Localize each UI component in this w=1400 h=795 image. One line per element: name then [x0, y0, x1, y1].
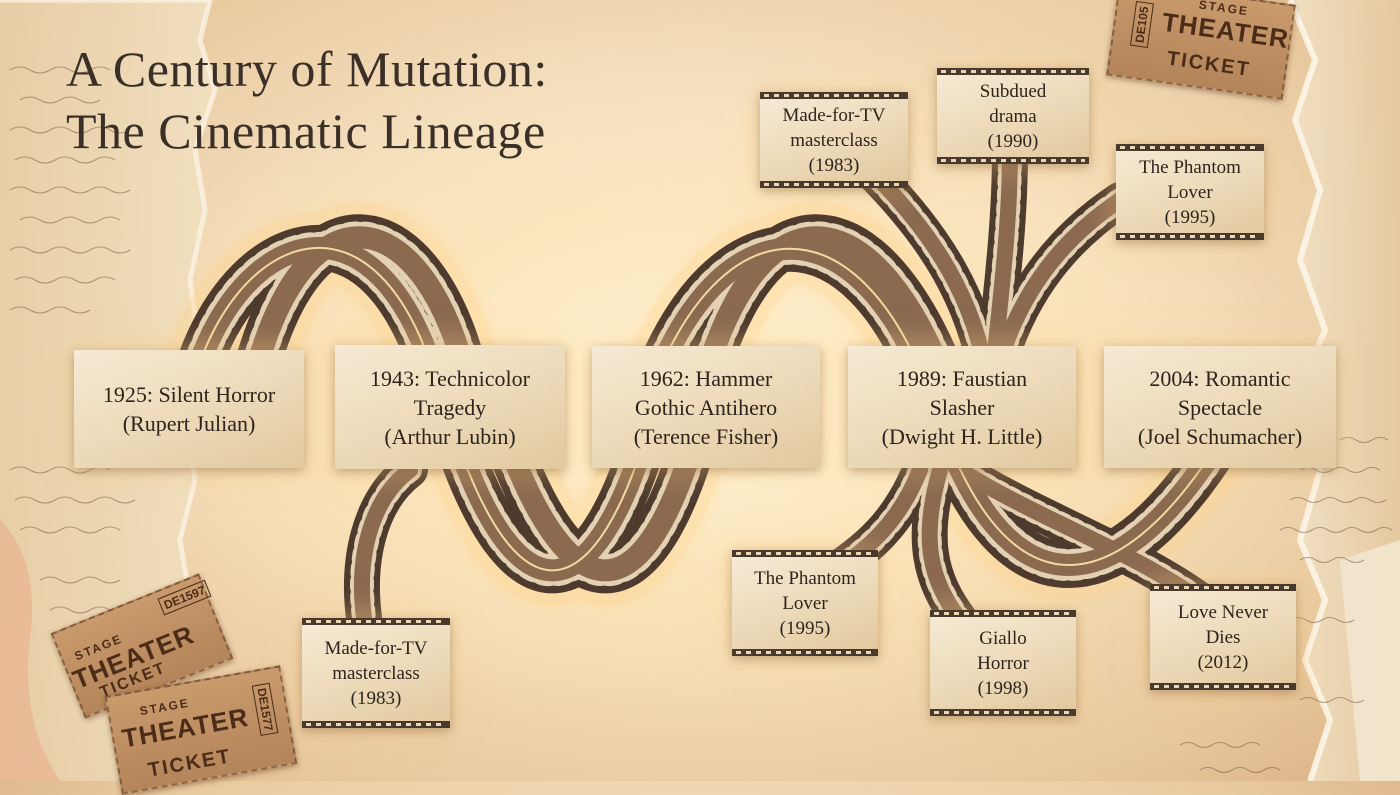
node-sublabel: (Rupert Julian) [122, 411, 256, 436]
node-year: (1998) [977, 677, 1029, 699]
node-label: 2004: Romantic [1149, 365, 1291, 391]
node-year: (1995) [779, 617, 831, 639]
node-label: masterclass [790, 129, 878, 151]
node-label: Subdued [979, 80, 1047, 102]
branch-node-phantom-lover-top: The Phantom Lover (1995) [1116, 144, 1264, 240]
node-label: 1989: Faustian [896, 365, 1028, 391]
node-label: Tragedy [413, 394, 487, 420]
ticket-label: TICKET [146, 745, 234, 782]
main-node-2004: 2004: Romantic Spectacle (Joel Schumache… [1104, 346, 1336, 468]
main-node-1943: 1943: Technicolor Tragedy (Arthur Lubin) [335, 345, 565, 469]
node-label: The Phantom [1139, 156, 1241, 178]
node-label: 1925: Silent Horror [102, 382, 276, 407]
main-node-1925: 1925: Silent Horror (Rupert Julian) [74, 350, 304, 468]
ticket-code: DE105 [1129, 1, 1154, 49]
node-label: Made-for-TV [324, 637, 428, 659]
node-label: Love Never [1177, 601, 1269, 623]
node-sublabel: (Dwight H. Little) [881, 423, 1043, 449]
node-label: 1962: Hammer [639, 365, 773, 391]
node-year: (1983) [350, 687, 402, 709]
node-label: Lover [782, 592, 828, 614]
node-label: Lover [1167, 181, 1213, 203]
node-label: Horror [977, 652, 1029, 674]
branch-node-made-for-tv-top: Made-for-TV masterclass (1983) [760, 92, 908, 188]
node-label: Slasher [929, 394, 995, 420]
node-label: 1943: Technicolor [370, 365, 530, 391]
title-line-1: A Century of Mutation: [66, 41, 548, 97]
node-sublabel: (Terence Fisher) [633, 423, 779, 449]
node-label: The Phantom [754, 567, 856, 589]
title-line-2: The Cinematic Lineage [66, 103, 546, 159]
ticket-label: TICKET [1165, 47, 1253, 82]
node-label: Giallo [979, 627, 1027, 649]
node-label: drama [989, 105, 1037, 127]
node-year: (2012) [1197, 651, 1249, 673]
branch-node-subdued-drama: Subdued drama (1990) [937, 68, 1089, 164]
node-label: Gothic Antihero [634, 394, 778, 420]
node-year: (1995) [1164, 206, 1216, 228]
main-node-1989: 1989: Faustian Slasher (Dwight H. Little… [848, 346, 1076, 468]
branch-node-love-never-dies: Love Never Dies (2012) [1150, 584, 1296, 690]
node-sublabel: (Arthur Lubin) [384, 423, 516, 449]
node-label: Dies [1205, 626, 1241, 648]
diagram-title: A Century of Mutation: The Cinematic Lin… [66, 38, 686, 162]
node-label: masterclass [332, 662, 420, 684]
main-node-1962: 1962: Hammer Gothic Antihero (Terence Fi… [592, 346, 820, 468]
branch-node-made-for-tv-bottom: Made-for-TV masterclass (1983) [302, 618, 450, 728]
node-year: (1990) [987, 130, 1039, 152]
node-year: (1983) [808, 154, 860, 176]
node-label: Made-for-TV [782, 104, 886, 126]
branch-node-phantom-lover-bottom: The Phantom Lover (1995) [732, 550, 878, 656]
ticket-code: DE1577 [251, 682, 279, 737]
branch-node-giallo-horror: Giallo Horror (1998) [930, 610, 1076, 716]
node-label: Spectacle [1177, 394, 1263, 420]
node-sublabel: (Joel Schumacher) [1137, 423, 1303, 449]
